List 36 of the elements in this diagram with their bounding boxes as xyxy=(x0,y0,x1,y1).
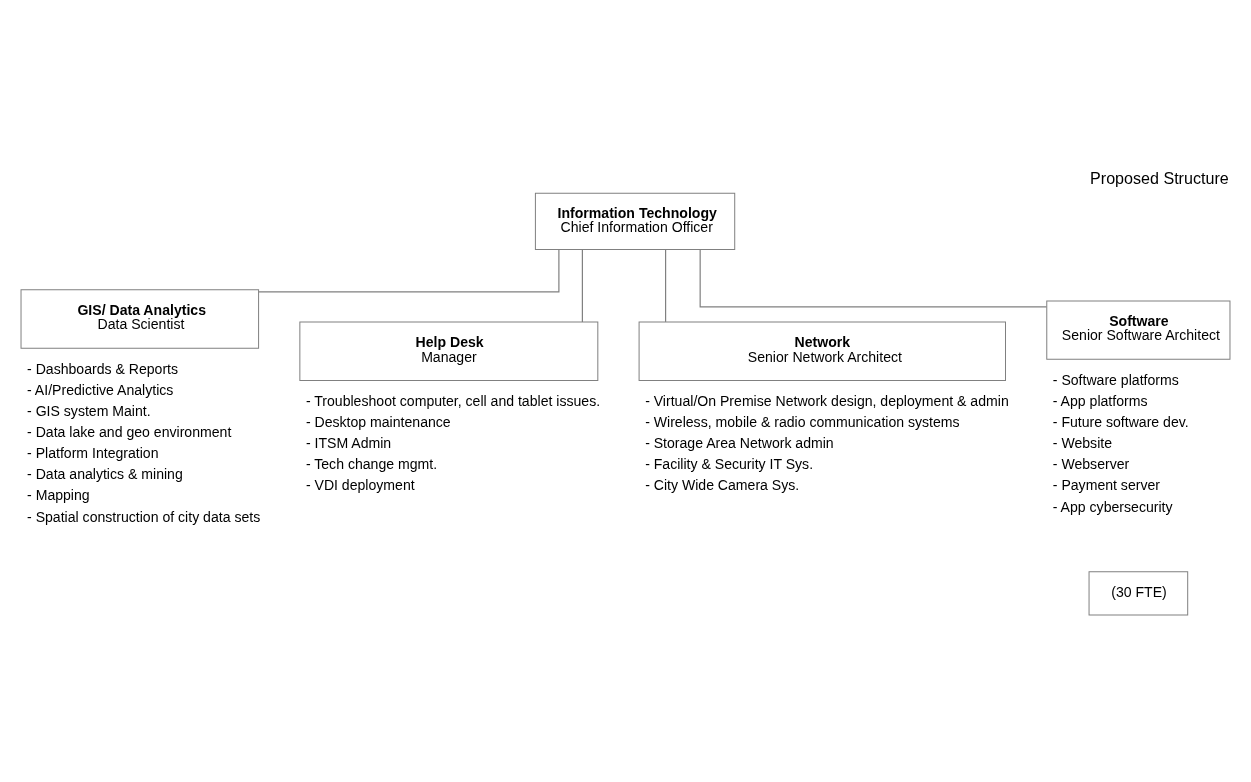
node-label: - Troubleshoot computer, cell and tablet issues. xyxy=(305,392,601,409)
node-box: GIS/ Data Analytics Data Scientist xyxy=(20,289,260,349)
node-label: - Facility & Security IT Sys. xyxy=(645,456,814,473)
node-label: - AI/Predictive Analytics xyxy=(27,381,174,398)
node-label: - Software platforms xyxy=(1052,371,1179,388)
node-label: - Data lake and geo environment xyxy=(27,424,232,440)
node-box: Network Senior Network Architect xyxy=(638,321,1006,381)
diagram-title: Proposed Structure xyxy=(1090,168,1229,187)
node-label: - App platforms xyxy=(1052,392,1148,409)
connector xyxy=(665,249,667,323)
node-box: (30 FTE) xyxy=(1088,571,1189,616)
node-label: - ITSM Admin xyxy=(305,435,392,452)
node-label: - Storage Area Network admin xyxy=(645,435,834,452)
node-label: - Future software dev. xyxy=(1052,413,1189,430)
node-label: - Website xyxy=(1052,435,1113,452)
node-label: - Dashboards & Reports xyxy=(27,360,179,377)
connector xyxy=(258,249,560,293)
node-label: - Payment server xyxy=(1052,477,1160,494)
node-label: - Data analytics & mining xyxy=(27,466,183,483)
node-label: - App cybersecurity xyxy=(1052,498,1173,515)
connector xyxy=(699,249,1048,308)
node-label: - Desktop maintenance xyxy=(305,413,451,430)
node-label: - Webserver xyxy=(1052,456,1130,473)
node-label: - Spatial construction of city data sets xyxy=(27,508,261,525)
connector xyxy=(581,249,583,323)
node-label: - City Wide Camera Sys. xyxy=(645,477,800,494)
node-box: Software Senior Software Architect xyxy=(1046,300,1231,360)
node-label: - Virtual/On Premise Network design, deployment & admin xyxy=(645,392,1009,409)
node-label: - VDI deployment xyxy=(305,477,415,494)
node-label: - Platform Integration xyxy=(27,445,159,462)
node-label: - Tech change mgmt. xyxy=(305,456,438,473)
node-box: Information Technology Chief Information Officer xyxy=(534,192,736,251)
node-box: Help Desk Manager xyxy=(299,321,599,381)
node-label: - GIS system Maint. xyxy=(27,402,151,419)
node-label: - Mapping xyxy=(27,487,90,504)
node-label: - Wireless, mobile & radio communication systems xyxy=(645,413,960,430)
